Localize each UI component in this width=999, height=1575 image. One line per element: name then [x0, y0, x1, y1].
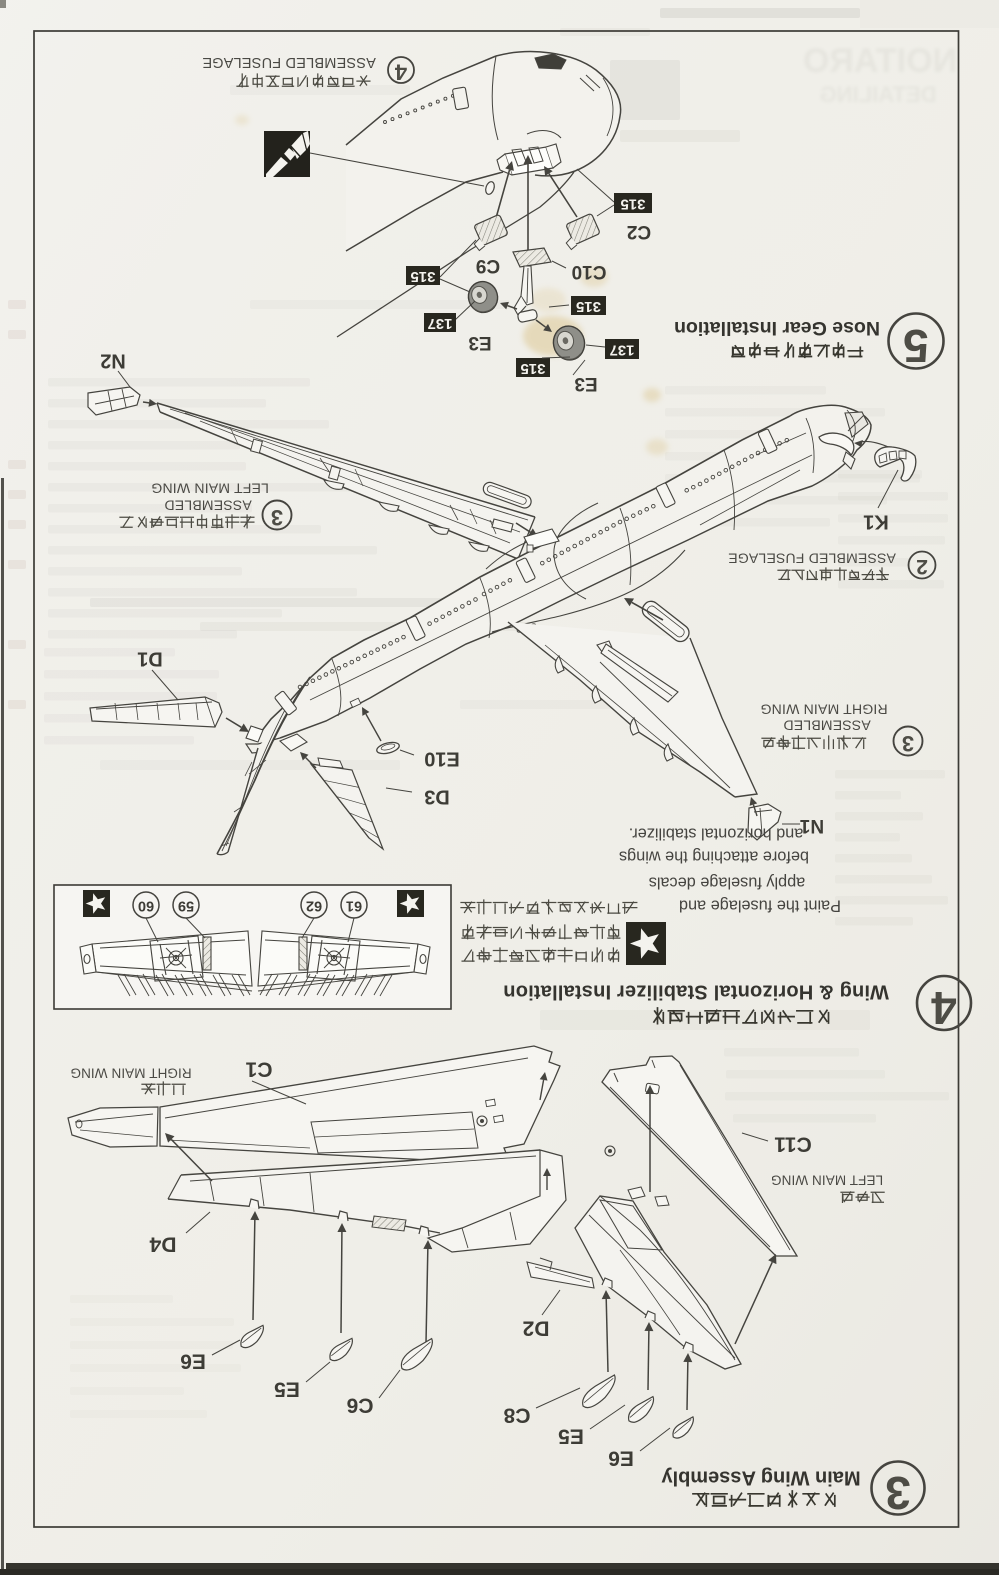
svg-text:and horizontal stabilizer.: and horizontal stabilizer. — [629, 825, 804, 843]
svg-text:C2: C2 — [627, 221, 651, 242]
svg-text:C9: C9 — [476, 255, 500, 276]
svg-text:E5: E5 — [274, 1377, 300, 1400]
svg-text:ASSEMBLED FUSELAGE: ASSEMBLED FUSELAGE — [728, 550, 896, 566]
svg-text:NOITARO: NOITARO — [803, 42, 957, 80]
svg-text:before attaching the wings: before attaching the wings — [619, 848, 809, 866]
svg-text:C6: C6 — [347, 1393, 374, 1416]
svg-text:D2: D2 — [523, 1316, 550, 1339]
svg-text:N1: N1 — [799, 815, 824, 836]
svg-text:DETAILING: DETAILING — [820, 82, 937, 107]
svg-text:RIGHT MAIN WING: RIGHT MAIN WING — [70, 1065, 191, 1080]
svg-text:315: 315 — [410, 268, 435, 285]
svg-text:3: 3 — [902, 731, 914, 756]
svg-text:E6: E6 — [608, 1446, 634, 1469]
svg-text:RIGHT MAIN WING: RIGHT MAIN WING — [760, 701, 887, 717]
svg-text:3: 3 — [885, 1467, 911, 1519]
svg-text:LEFT MAIN WING: LEFT MAIN WING — [151, 480, 269, 496]
svg-text:59: 59 — [178, 898, 194, 914]
svg-text:D1: D1 — [137, 648, 163, 670]
svg-text:4: 4 — [931, 982, 957, 1034]
svg-text:LEFT MAIN WING: LEFT MAIN WING — [771, 1172, 883, 1187]
svg-text:E6: E6 — [180, 1349, 206, 1372]
svg-text:E5: E5 — [558, 1424, 584, 1447]
svg-text:60: 60 — [138, 898, 154, 914]
svg-text:ASSEMBLED: ASSEMBLED — [164, 497, 251, 513]
svg-text:ASSEMBLED FUSELAGE: ASSEMBLED FUSELAGE — [202, 54, 376, 70]
svg-text:E10: E10 — [424, 748, 460, 770]
svg-text:K1: K1 — [863, 511, 889, 533]
svg-text:62: 62 — [306, 898, 322, 914]
svg-text:Paint the fuselage and: Paint the fuselage and — [679, 897, 841, 915]
svg-text:315: 315 — [576, 298, 601, 315]
svg-text:E3: E3 — [574, 373, 597, 394]
svg-text:C1: C1 — [245, 1057, 272, 1080]
svg-text:C11: C11 — [774, 1132, 812, 1155]
svg-text:C8: C8 — [503, 1403, 530, 1426]
svg-text:Main Wing Assembly: Main Wing Assembly — [661, 1467, 861, 1489]
svg-text:137: 137 — [609, 342, 634, 359]
svg-text:315: 315 — [520, 360, 545, 377]
svg-text:N2: N2 — [100, 350, 126, 372]
svg-text:Nose Gear Installation: Nose Gear Installation — [674, 317, 880, 339]
svg-text:2: 2 — [916, 555, 928, 578]
svg-text:4: 4 — [394, 60, 407, 85]
svg-text:C10: C10 — [572, 261, 607, 282]
svg-text:315: 315 — [620, 196, 645, 213]
svg-text:61: 61 — [346, 898, 362, 914]
svg-text:E3: E3 — [468, 332, 491, 353]
svg-text:137: 137 — [427, 315, 452, 332]
svg-text:3: 3 — [271, 505, 283, 530]
svg-text:D4: D4 — [149, 1232, 176, 1255]
svg-text:apply fuselage decals: apply fuselage decals — [649, 874, 806, 892]
svg-text:5: 5 — [903, 320, 929, 372]
svg-text:D3: D3 — [424, 786, 450, 808]
svg-text:Wing & Horizontal Stabilizer I: Wing & Horizontal Stabilizer Installatio… — [503, 981, 889, 1003]
svg-text:ASSEMBLED: ASSEMBLED — [783, 717, 870, 733]
